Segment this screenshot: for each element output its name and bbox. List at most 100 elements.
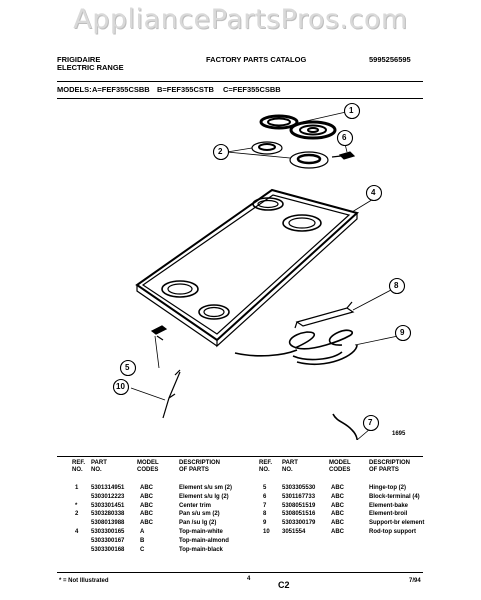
part-ref-cell: 5 — [263, 485, 267, 491]
part-desc-cell: Top-main-almond — [179, 537, 229, 544]
part-desc-cell: Center trim — [179, 502, 212, 509]
footnote: * = Not Illustrated — [59, 578, 109, 584]
part-ref-cell: 9 — [263, 520, 267, 527]
part-codes-cell: ABC — [331, 493, 344, 500]
catalog-number: 5995256595 — [369, 55, 411, 64]
callout-4: 4 — [371, 188, 376, 197]
page-number: 4 — [247, 576, 251, 582]
part-codes-cell: ABC — [140, 520, 153, 527]
callout-10: 10 — [116, 382, 125, 391]
part-desc-cell: Element-broil — [369, 511, 408, 518]
model-b: B=FEF355CSTB — [157, 85, 214, 94]
part-part-cell: 3051554 — [282, 529, 306, 535]
callout-9: 9 — [400, 328, 405, 337]
part-codes-cell: ABC — [331, 520, 344, 527]
drip-pan-small — [251, 141, 283, 155]
model-a: A=FEF355CSBB — [92, 85, 150, 94]
terminal-block — [331, 151, 356, 160]
part-desc-cell: Rod-top support — [369, 529, 416, 535]
catalog-title: FACTORY PARTS CATALOG — [206, 55, 307, 64]
part-desc-cell: Pan s/u sm (2) — [179, 511, 220, 518]
drip-pan-large — [289, 151, 329, 169]
part-desc-cell: Element-bake — [369, 502, 409, 509]
part-part-cell: 5301314951 — [91, 485, 125, 491]
part-ref-cell: 4 — [75, 529, 79, 535]
diagram-date-code: 1695 — [392, 431, 406, 437]
callout-8: 8 — [394, 281, 399, 290]
surface-element-large — [289, 120, 337, 140]
models-rule — [57, 98, 423, 99]
part-ref-cell: 10 — [263, 529, 270, 535]
part-codes-cell: B — [140, 537, 145, 544]
part-ref-cell: * — [75, 502, 78, 509]
site-banner: AppliancePartsPros.com — [0, 0, 481, 42]
part-codes-cell: ABC — [140, 493, 153, 500]
part-codes-cell: ABC — [331, 485, 344, 491]
part-part-cell: 5308013988 — [91, 520, 125, 527]
part-part-cell: 5308051516 — [282, 511, 316, 518]
part-ref-cell: 6 — [263, 493, 267, 500]
part-codes-cell: ABC — [140, 485, 153, 491]
part-part-cell: 5303300165 — [91, 529, 125, 535]
part-ref-cell: 2 — [75, 511, 79, 518]
part-codes-cell: A — [140, 529, 145, 535]
part-codes-cell: ABC — [140, 502, 153, 509]
part-part-cell: 5303300179 — [282, 520, 316, 527]
part-codes-cell: ABC — [140, 511, 153, 518]
part-codes-cell: ABC — [331, 529, 344, 535]
table-bottom-rule — [57, 572, 423, 573]
model-c: C=FEF355CSBB — [223, 85, 281, 94]
part-ref-cell: 1 — [75, 485, 79, 491]
parts-catalog-sheet: FRIGIDAIRE ELECTRIC RANGE FACTORY PARTS … — [57, 52, 425, 590]
broil-element — [234, 329, 358, 366]
site-watermark: AppliancePartsPros.com — [73, 4, 408, 35]
revision-date: 7/94 — [409, 578, 421, 584]
part-desc-cell: Top-main-white — [179, 529, 223, 535]
section-code: C2 — [278, 580, 290, 590]
part-part-cell: 5301167733 — [282, 493, 316, 500]
part-desc-cell: Support-br element — [369, 520, 425, 527]
callout-2: 2 — [218, 147, 223, 156]
header-ref-no: REF.NO. — [72, 460, 86, 473]
part-desc-cell: Pan /su lg (2) — [179, 520, 217, 527]
brand-name: FRIGIDAIRE — [57, 55, 101, 64]
callout-6: 6 — [342, 133, 347, 142]
exploded-parts-diagram — [112, 102, 412, 440]
broil-element-support — [294, 301, 355, 329]
part-codes-cell: C — [140, 546, 145, 553]
part-part-cell: 5303301451 — [91, 502, 125, 509]
part-desc-cell: Top-main-black — [179, 546, 223, 553]
part-ref-cell: 7 — [263, 502, 267, 509]
part-ref-cell: 8 — [263, 511, 267, 518]
table-top-rule — [57, 456, 423, 457]
callout-5: 5 — [125, 363, 130, 372]
part-desc-cell: Hinge-top (2) — [369, 485, 406, 491]
surface-element-small — [259, 114, 299, 130]
part-part-cell: 5308051519 — [282, 502, 316, 509]
part-part-cell: 5303012223 — [91, 493, 125, 500]
main-cooktop — [135, 188, 360, 348]
part-desc-cell: Element s/u lg (2) — [179, 493, 229, 500]
part-codes-cell: ABC — [331, 502, 344, 509]
part-desc-cell: Element s/u sm (2) — [179, 485, 233, 491]
top-hinge — [150, 325, 168, 341]
top-support-rod — [162, 369, 181, 419]
callout-7: 7 — [368, 418, 373, 427]
part-codes-cell: ABC — [331, 511, 344, 518]
part-desc-cell: Block-terminal (4) — [369, 493, 420, 500]
part-part-cell: 5303305530 — [282, 485, 316, 491]
product-type: ELECTRIC RANGE — [57, 63, 124, 72]
models-label: MODELS: — [57, 85, 92, 94]
header-ref-no-right: REF.NO. — [259, 460, 273, 473]
part-part-cell: 5303300167 — [91, 537, 125, 544]
bake-element — [332, 413, 358, 440]
header-rule — [57, 81, 423, 82]
part-part-cell: 5303300168 — [91, 546, 125, 553]
callout-1: 1 — [349, 106, 354, 115]
